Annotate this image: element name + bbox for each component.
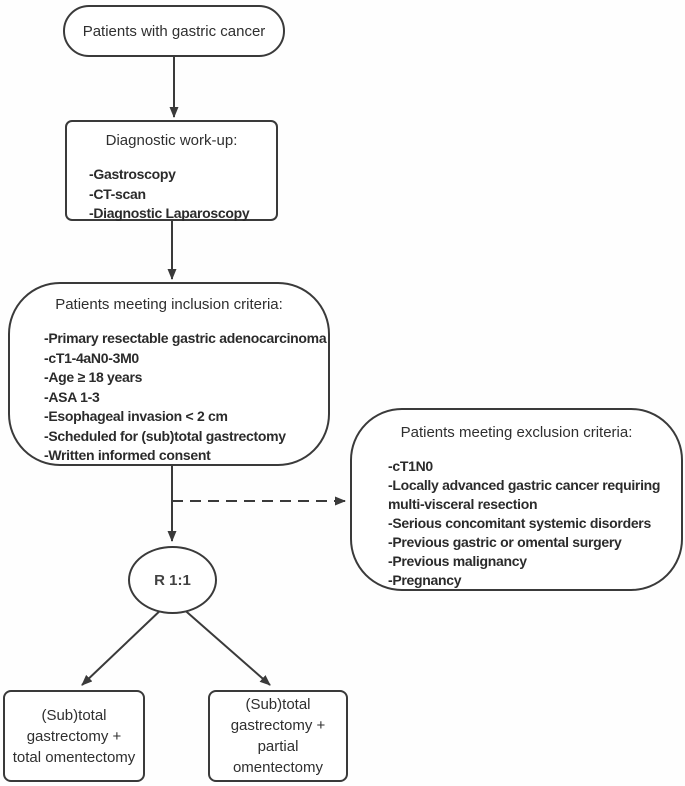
exclusion-item-list: -cT1N0 -Locally advanced gastric cancer … xyxy=(388,457,677,590)
node-arm-total-omentectomy: (Sub)total gastrectomy + total omentecto… xyxy=(3,690,145,782)
node-diagnostic-workup: Diagnostic work-up: -Gastroscopy -CT-sca… xyxy=(65,120,278,221)
exclusion-item: -Previous gastric or omental surgery xyxy=(388,534,622,550)
diagnostic-item: -Gastroscopy xyxy=(89,166,176,182)
exclusion-item: -Locally advanced gastric cancer requiri… xyxy=(388,477,661,512)
node-inclusion-criteria: Patients meeting inclusion criteria: -Pr… xyxy=(8,282,330,466)
exclusion-item: -Serious concomitant systemic disorders xyxy=(388,515,651,531)
exclusion-item: -Previous malignancy xyxy=(388,553,527,569)
node-exclusion-criteria: Patients meeting exclusion criteria: -cT… xyxy=(350,408,683,591)
inclusion-item: -Written informed consent xyxy=(44,447,211,463)
diagnostic-item-list: -Gastroscopy -CT-scan -Diagnostic Laparo… xyxy=(89,165,276,224)
inclusion-item-list: -Primary resectable gastric adenocarcino… xyxy=(44,329,328,466)
inclusion-item: -Primary resectable gastric adenocarcino… xyxy=(44,330,327,346)
start-node-label: Patients with gastric cancer xyxy=(82,22,266,40)
inclusion-item: -Esophageal invasion < 2 cm xyxy=(44,408,228,424)
arm-left-label: (Sub)total gastrectomy + total omentecto… xyxy=(12,706,136,766)
inclusion-item: -ASA 1-3 xyxy=(44,388,100,405)
randomization-label: R 1:1 xyxy=(154,571,191,589)
inclusion-item: -cT1-4aN0-3M0 xyxy=(44,349,139,366)
node-randomization-ratio: R 1:1 xyxy=(128,546,217,614)
node-arm-partial-omentectomy: (Sub)total gastrectomy + partial omentec… xyxy=(208,690,348,782)
inclusion-item: -Scheduled for (sub)total gastrectomy xyxy=(44,427,286,444)
arm-right-label: (Sub)total gastrectomy + partial omentec… xyxy=(230,696,326,776)
exclusion-item: -Pregnancy xyxy=(388,572,462,588)
diagnostic-item: -Diagnostic Laparoscopy xyxy=(89,205,250,221)
diagnostic-item: -CT-scan xyxy=(89,185,146,202)
node-patients-with-gastric-cancer: Patients with gastric cancer xyxy=(63,5,285,57)
exclusion-title: Patients meeting exclusion criteria: xyxy=(400,424,633,441)
inclusion-item: -Age ≥ 18 years xyxy=(44,369,143,385)
edge-randomization-to-arm-right xyxy=(179,605,271,686)
exclusion-item: -cT1N0 xyxy=(388,458,433,474)
diagnostic-title: Diagnostic work-up: xyxy=(105,132,238,149)
edge-randomization-to-arm-left xyxy=(81,605,166,686)
inclusion-title: Patients meeting inclusion criteria: xyxy=(55,296,283,313)
